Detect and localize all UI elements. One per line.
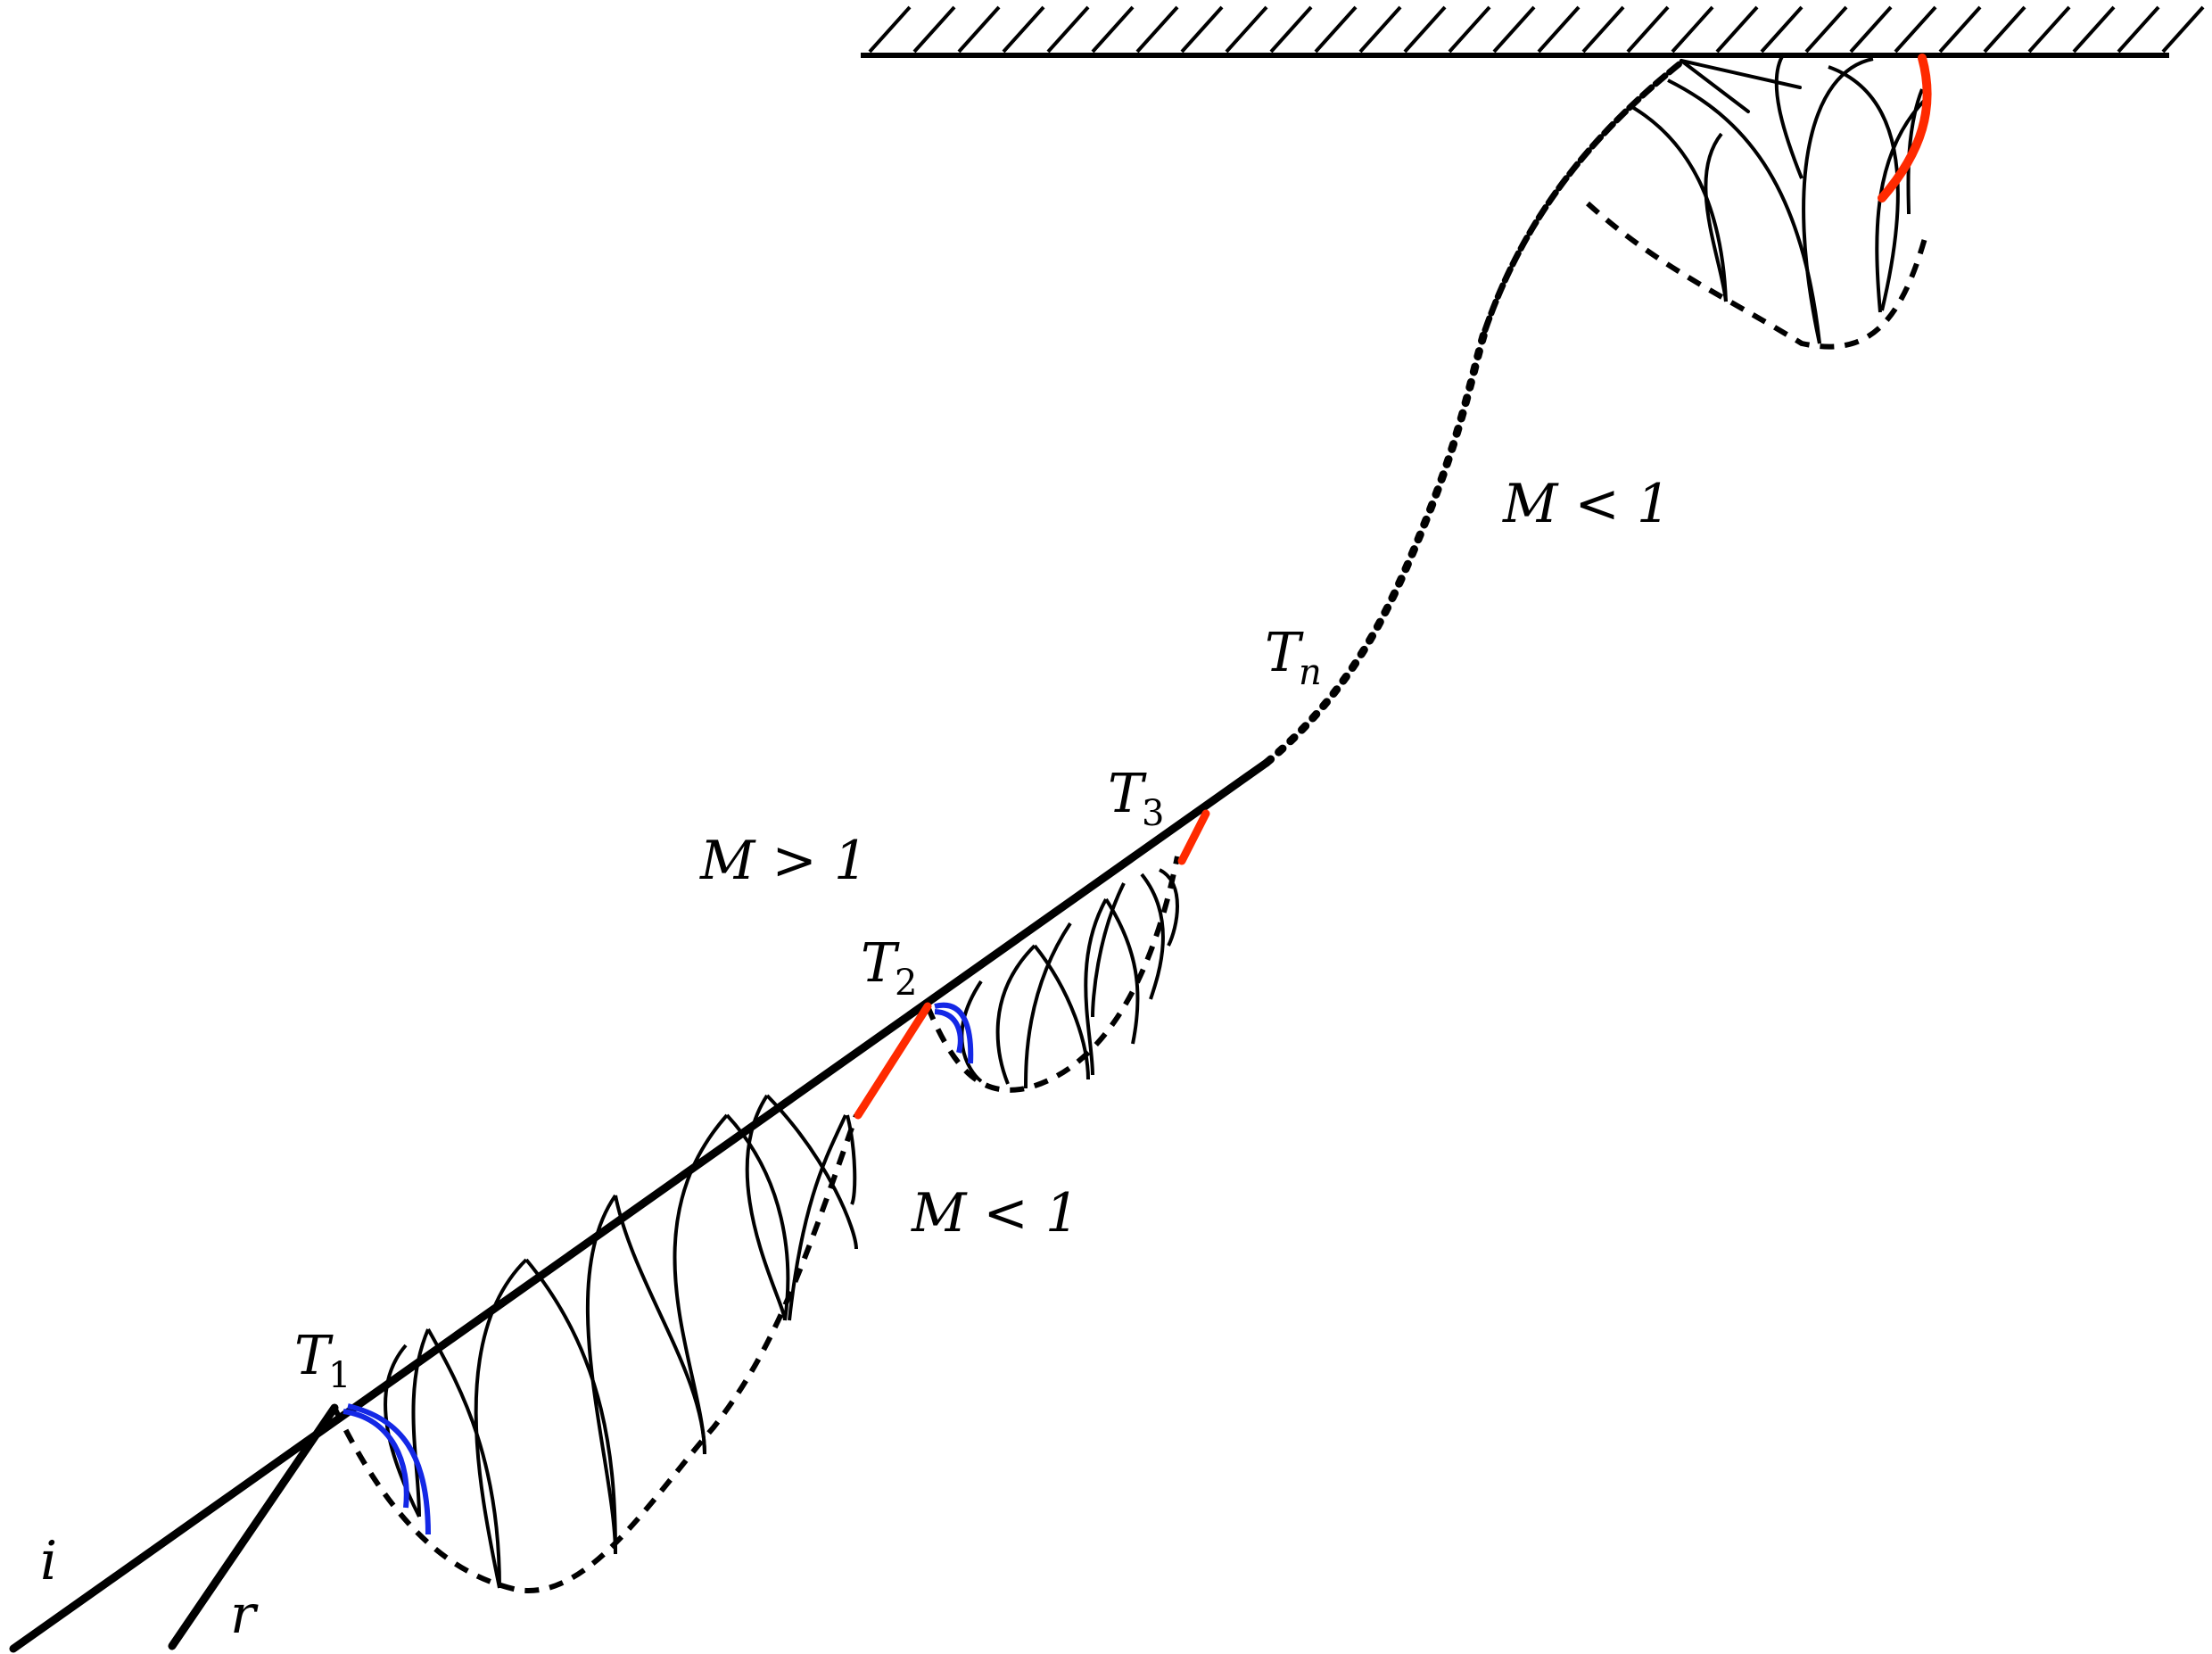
hatch-mark — [1983, 5, 2026, 54]
label-t2: T 2 — [861, 932, 917, 1004]
hatch-mark — [912, 5, 956, 54]
expansion-arcs-t2 — [934, 1002, 974, 1064]
triple-point-fan-2 — [1680, 59, 1750, 113]
shock-front — [9, 59, 1802, 1653]
hatch-mark — [1715, 5, 1759, 54]
svg-text:3: 3 — [1142, 793, 1164, 834]
wavelets-region-1 — [384, 1094, 858, 1589]
wall-hatching — [868, 5, 2205, 54]
label-subsonic-upper: M < 1 — [1502, 473, 1671, 535]
label-t3: T 3 — [1108, 763, 1164, 834]
label-tn: T n — [1265, 622, 1322, 693]
hatch-mark — [1225, 5, 1268, 54]
envelope-region-3 — [1585, 201, 1929, 350]
svg-text:T: T — [861, 932, 900, 995]
hatch-mark — [1135, 5, 1179, 54]
svg-text:T: T — [294, 1325, 334, 1387]
hatch-mark — [2161, 5, 2205, 54]
hatch-mark — [1358, 5, 1402, 54]
triple-point-fan-1 — [1680, 59, 1802, 89]
label-supersonic-region: M > 1 — [699, 830, 868, 892]
hatch-mark — [1760, 5, 1803, 54]
svg-text:n: n — [1299, 652, 1322, 693]
hatch-mark — [2027, 5, 2071, 54]
mach-stem-dotted — [1262, 326, 1490, 767]
hatch-mark — [1492, 5, 1536, 54]
hatch-mark — [1403, 5, 1447, 54]
hatch-mark — [1002, 5, 1045, 54]
label-reflected: r — [230, 1584, 259, 1646]
svg-text:1: 1 — [328, 1355, 351, 1396]
hatch-mark — [1626, 5, 1670, 54]
wavelets-region-2 — [960, 868, 1179, 1089]
svg-text:T: T — [1108, 763, 1147, 825]
hatch-mark — [957, 5, 1001, 54]
svg-text:T: T — [1265, 622, 1304, 684]
reflecting-wall — [861, 5, 2205, 58]
hatch-mark — [1180, 5, 1224, 54]
reflected-shock-line — [168, 1403, 339, 1650]
expansion-arcs-t1 — [343, 1403, 431, 1535]
svg-text:2: 2 — [895, 963, 917, 1004]
incident-shock-line — [9, 758, 1271, 1653]
sonic-line-wall — [1878, 54, 1932, 203]
envelope-region-1 — [332, 1114, 859, 1594]
hatch-mark — [1804, 5, 1848, 54]
hatch-mark — [2072, 5, 2116, 54]
envelope-region-2 — [925, 856, 1180, 1093]
hatch-mark — [1671, 5, 1714, 54]
label-t1: T 1 — [294, 1325, 351, 1396]
hatch-mark — [868, 5, 912, 54]
sonic-line-t3 — [1177, 809, 1210, 865]
hatch-mark — [1537, 5, 1581, 54]
hatch-mark — [1938, 5, 1982, 54]
hatch-mark — [1269, 5, 1313, 54]
hatch-mark — [1894, 5, 1937, 54]
hatch-mark — [1091, 5, 1135, 54]
hatch-mark — [1314, 5, 1358, 54]
hatch-mark — [1046, 5, 1090, 54]
sonic-line-t2 — [854, 1002, 932, 1120]
hatch-mark — [1581, 5, 1625, 54]
label-subsonic-lower: M < 1 — [911, 1182, 1079, 1245]
mach-stem-upper — [1482, 59, 1685, 334]
label-incident: i — [40, 1530, 57, 1592]
dashed-envelopes — [332, 201, 1929, 1594]
hatch-mark — [1448, 5, 1491, 54]
hatch-mark — [2117, 5, 2160, 54]
hatch-mark — [1849, 5, 1893, 54]
